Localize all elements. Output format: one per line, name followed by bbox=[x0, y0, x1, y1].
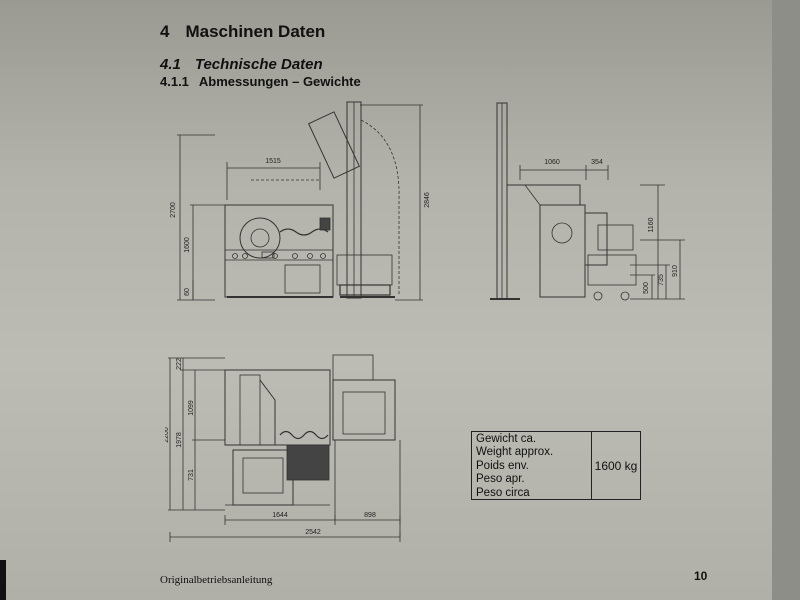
section-number: 4 bbox=[160, 22, 170, 41]
front-dim-1515: 1515 bbox=[265, 158, 281, 165]
weight-label-fr: Poids env. bbox=[476, 459, 529, 472]
front-dim-1600: 1600 bbox=[184, 237, 191, 253]
top-dim-2200: 2200 bbox=[165, 427, 170, 443]
weight-label-it: Peso circa bbox=[476, 486, 530, 499]
front-dim-2700: 2700 bbox=[170, 202, 177, 218]
section-heading: 4 Maschinen Daten bbox=[160, 22, 325, 42]
side-dim-1160: 1160 bbox=[648, 217, 655, 232]
side-dim-1060: 1060 bbox=[544, 159, 560, 166]
subsubsection-number: 4.1.1 bbox=[160, 74, 189, 89]
weight-label-en: Weight approx. bbox=[476, 446, 554, 459]
section-title: Maschinen Daten bbox=[185, 22, 326, 41]
side-dim-735: 735 bbox=[658, 274, 665, 286]
side-view-drawing: 1060 354 1160 500 735 910 bbox=[490, 102, 685, 301]
subsection-heading: 4.1 Technische Daten bbox=[160, 56, 323, 73]
side-dim-910: 910 bbox=[672, 265, 679, 277]
top-dim-222: 222 bbox=[176, 358, 183, 370]
side-dim-354: 354 bbox=[591, 159, 603, 166]
top-dim-2542: 2542 bbox=[305, 529, 321, 536]
subsection-number: 4.1 bbox=[160, 56, 181, 73]
top-dim-898: 898 bbox=[364, 512, 376, 519]
subsection-title: Technische Daten bbox=[194, 56, 323, 73]
top-dim-731: 731 bbox=[188, 469, 195, 481]
page-edge-dark bbox=[0, 560, 6, 600]
top-view-drawing: 222 2200 1978 1099 731 1644 898 2542 bbox=[165, 354, 401, 542]
weight-label-de: Gewicht ca. bbox=[476, 433, 537, 445]
subsubsection-heading: 4.1.1 Abmessungen – Gewichte bbox=[160, 74, 361, 89]
side-dim-500: 500 bbox=[643, 282, 650, 294]
weight-table: Gewicht ca. Weight approx. Poids env. Pe… bbox=[471, 431, 641, 500]
top-dim-1644: 1644 bbox=[272, 512, 288, 519]
front-view-drawing: 1515 2700 1600 60 2846 bbox=[170, 101, 431, 301]
page-edge-shadow bbox=[772, 0, 800, 600]
top-dim-1099: 1099 bbox=[188, 400, 195, 416]
top-dim-1978: 1978 bbox=[176, 432, 183, 448]
page-number: 10 bbox=[694, 569, 708, 583]
front-dim-60: 60 bbox=[184, 288, 191, 296]
footer-manual-title: Originalbetriebsanleitung bbox=[160, 574, 273, 586]
weight-labels-cell: Gewicht ca. Weight approx. Poids env. Pe… bbox=[472, 432, 592, 499]
weight-label-es: Peso apr. bbox=[476, 473, 525, 486]
weight-value: 1600 kg bbox=[594, 458, 638, 473]
subsubsection-title: Abmessungen – Gewichte bbox=[198, 74, 361, 89]
front-dim-2846: 2846 bbox=[424, 192, 431, 208]
